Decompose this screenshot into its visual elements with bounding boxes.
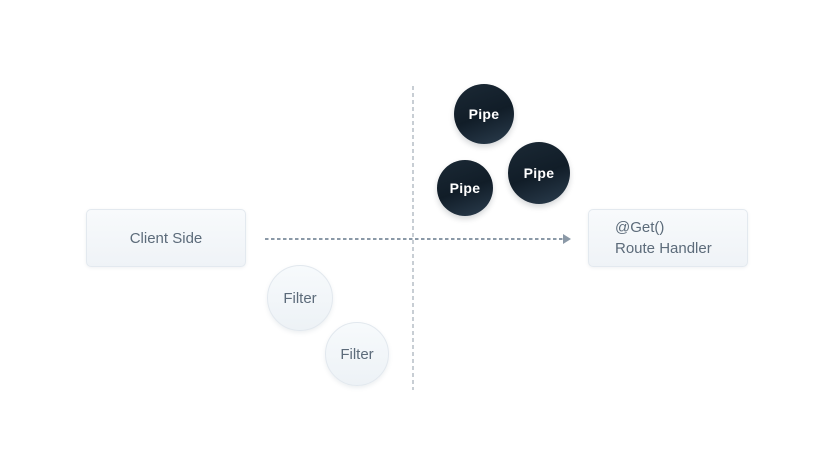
filter-circle: Filter xyxy=(325,322,389,386)
request-flow-dashed-line xyxy=(265,238,563,240)
pipe-circle: Pipe xyxy=(508,142,570,204)
pipe-label: Pipe xyxy=(523,165,555,181)
pipe-label: Pipe xyxy=(449,180,481,196)
route-handler-box: @Get() Route Handler xyxy=(588,209,748,267)
filter-label: Filter xyxy=(340,345,374,363)
arrowhead-icon xyxy=(563,234,571,244)
route-decorator-label: @Get() xyxy=(615,219,665,236)
pipe-circle: Pipe xyxy=(437,160,493,216)
client-side-label: Client Side xyxy=(129,229,203,247)
filter-circle: Filter xyxy=(267,265,333,331)
client-side-box: Client Side xyxy=(86,209,246,267)
filter-label: Filter xyxy=(283,289,317,307)
pipe-label: Pipe xyxy=(468,106,500,122)
pipe-circle: Pipe xyxy=(454,84,514,144)
route-handler-label: Route Handler xyxy=(615,240,712,257)
